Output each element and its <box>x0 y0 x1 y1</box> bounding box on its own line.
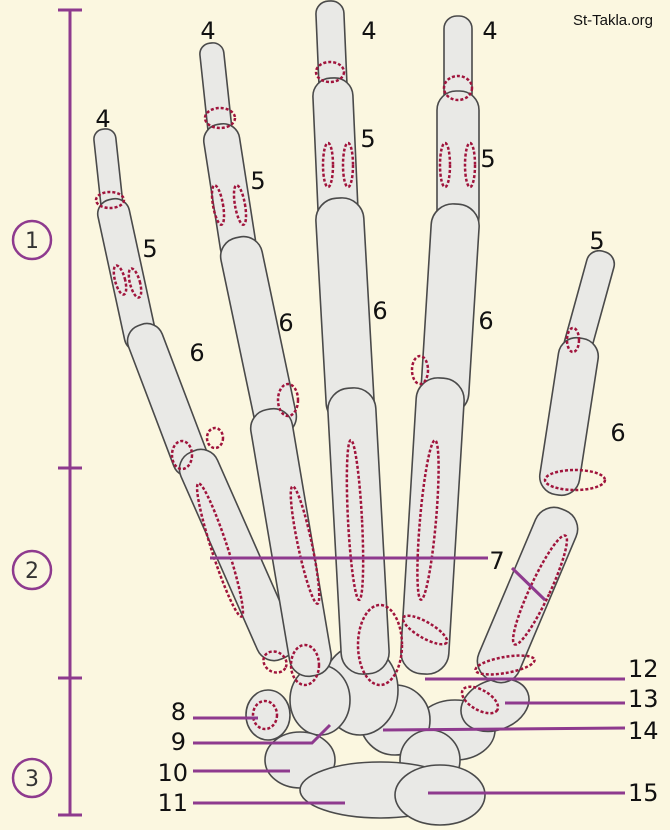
articular-surface-13 <box>170 439 194 471</box>
label-10: 10 <box>157 759 188 787</box>
articular-surface-19 <box>345 438 365 602</box>
leader-lines <box>193 556 626 805</box>
label-15: 15 <box>628 779 659 807</box>
articular-surface-21 <box>511 534 569 646</box>
articular-surface-12 <box>463 141 477 189</box>
label-proximal-middle: 6 <box>372 297 387 325</box>
label-middle-little: 5 <box>142 235 157 263</box>
index-bone-4 <box>400 377 465 675</box>
label-7: 7 <box>489 547 504 575</box>
label-proximal-index: 6 <box>478 307 493 335</box>
articular-surface-14 <box>205 426 225 450</box>
region-label-1: 1 <box>25 229 39 254</box>
carpal-pisiform <box>245 689 291 741</box>
region-marker-metacarpals: 2 <box>11 549 53 591</box>
label-middle-middle: 5 <box>360 125 375 153</box>
label-middle-ring: 5 <box>250 167 265 195</box>
articular-surface-17 <box>195 482 245 618</box>
thumb-bone-2 <box>538 336 600 497</box>
region-label-3: 3 <box>25 767 39 792</box>
label-distal-little: 4 <box>95 105 110 133</box>
label-11: 11 <box>157 789 188 817</box>
articular-surface-5 <box>112 264 128 296</box>
articular-surface-15 <box>276 382 300 418</box>
carpal-ulna-end <box>394 764 486 826</box>
region-label-2: 2 <box>25 559 39 584</box>
label-proximal-thumb: 6 <box>610 419 625 447</box>
label-proximal-ring: 6 <box>278 309 293 337</box>
articular-surface-1 <box>94 190 126 210</box>
region-marker-carpals: 3 <box>11 757 53 799</box>
label-9: 9 <box>171 728 186 756</box>
articular-surface-10 <box>341 141 355 189</box>
label-distal-ring: 4 <box>200 17 215 45</box>
label-12: 12 <box>628 655 659 683</box>
region-marker-phalanges: 1 <box>11 219 53 261</box>
articular-surface-9 <box>321 141 335 189</box>
label-proximal-little: 6 <box>189 339 204 367</box>
articular-surface-30 <box>565 326 581 354</box>
articular-surface-2 <box>203 106 237 130</box>
carpal-hamate <box>289 664 351 736</box>
middle-bone-4 <box>327 387 390 675</box>
watermark: St-Takla.org <box>573 12 653 29</box>
articular-surface-4 <box>442 74 474 102</box>
bones-illustration <box>93 0 616 826</box>
articular-surface-20 <box>416 439 440 601</box>
articular-surface-7 <box>210 184 226 226</box>
label-distal-middle: 4 <box>361 17 376 45</box>
articular-surface-11 <box>438 141 452 189</box>
articular-surface-6 <box>127 267 143 299</box>
label-middle-index: 5 <box>480 145 495 173</box>
articular-surface-27 <box>401 614 449 646</box>
label-distal-index: 4 <box>482 17 497 45</box>
articular-surface-26 <box>251 699 279 731</box>
articular-surface-3 <box>314 60 346 84</box>
articular-surface-25 <box>262 650 288 674</box>
articular-surface-22 <box>543 468 607 492</box>
articular-surface-16 <box>410 354 430 386</box>
articular-surface-24 <box>289 643 321 687</box>
region-scale-bar <box>58 8 82 817</box>
articular-surface-18 <box>289 485 321 605</box>
articular-surface-28 <box>460 685 500 715</box>
articular-surface-23 <box>356 603 404 687</box>
label-13: 13 <box>628 685 659 713</box>
label-distal-thumb: 5 <box>589 227 604 255</box>
label-8: 8 <box>171 698 186 726</box>
articular-surface-29 <box>474 654 536 676</box>
articular-surface-8 <box>232 184 248 226</box>
label-14: 14 <box>628 717 659 745</box>
